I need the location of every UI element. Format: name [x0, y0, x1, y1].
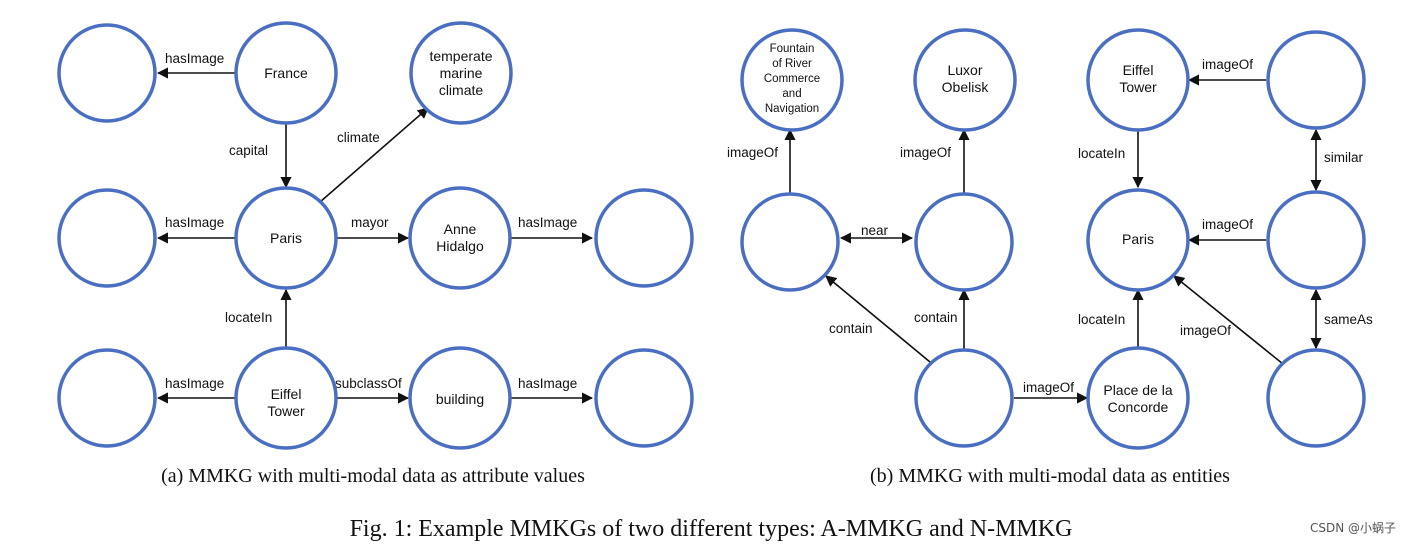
edge-label: hasImage	[518, 376, 577, 391]
edge-label: locateIn	[1078, 312, 1125, 327]
edge-label: subclassOf	[335, 376, 402, 391]
edge-label: contain	[829, 321, 873, 336]
node-label: Commerce	[764, 73, 820, 85]
edge-label: contain	[914, 310, 958, 325]
edge-label: locateIn	[1078, 146, 1125, 161]
arc-de-triomphe-icon	[57, 188, 157, 288]
edge-label: imageOf	[1023, 380, 1074, 395]
node-label: Anne	[444, 221, 477, 237]
edge-label: hasImage	[165, 376, 224, 391]
portrait-photo-icon	[594, 188, 694, 288]
node-label: Tower	[1119, 79, 1157, 95]
edge-label: hasImage	[165, 51, 224, 66]
edge-label: imageOf	[1180, 323, 1231, 338]
node-paris-b: Paris	[1086, 188, 1190, 292]
node-label: Fountain	[770, 43, 815, 55]
edge-label: climate	[337, 130, 380, 145]
edge-label: imageOf	[1202, 57, 1253, 72]
edge-label: imageOf	[900, 145, 951, 160]
node-label: Navigation	[765, 103, 819, 115]
france-flag-icon	[57, 23, 157, 123]
edge-label: imageOf	[1202, 217, 1253, 232]
edge-label: locateIn	[225, 310, 272, 325]
node-label: Obelisk	[942, 79, 990, 95]
eiffel-day-photo-icon	[1266, 30, 1366, 130]
panel-a: hasImage capital climate hasImage mayor …	[57, 21, 694, 487]
edge-label: mayor	[351, 215, 389, 230]
edge-contain-fountain	[825, 275, 931, 363]
node-label: Place de la	[1103, 382, 1172, 398]
concorde-photo-icon	[914, 348, 1014, 448]
node-label: Paris	[1122, 231, 1154, 247]
edge-label: similar	[1324, 150, 1364, 165]
node-label: Concorde	[1108, 399, 1169, 415]
node-label: Eiffel	[271, 386, 302, 402]
edge-arc-imageof	[1173, 275, 1284, 365]
obelisk-photo-icon	[914, 192, 1014, 292]
arc-photo-icon	[1266, 348, 1366, 448]
panel-b: imageOf imageOf near contain contain ima…	[727, 28, 1373, 487]
edge-label: hasImage	[165, 215, 224, 230]
watermark: CSDN @小蜗子	[1310, 520, 1396, 535]
node-label: Paris	[270, 230, 302, 246]
node-eiffel-tower: Eiffel Tower	[234, 346, 338, 450]
node-label: and	[782, 88, 801, 100]
node-france: France	[234, 21, 338, 125]
building-collage-icon	[594, 348, 694, 448]
node-label: Eiffel	[1123, 62, 1154, 78]
node-temperate-marine-climate: temperate marine climate	[409, 21, 513, 125]
node-label: of River	[772, 58, 812, 70]
edge-label: near	[861, 223, 889, 238]
edge-climate	[319, 107, 429, 203]
node-fountain-of-river-commerce: Fountain of River Commerce and Navigatio…	[740, 28, 844, 132]
node-luxor-obelisk: Luxor Obelisk	[913, 28, 1017, 132]
panel-a-caption: (a) MMKG with multi-modal data as attrib…	[161, 465, 585, 487]
edge-label: hasImage	[518, 215, 577, 230]
node-eiffel-tower-b: Eiffel Tower	[1086, 28, 1190, 132]
panel-b-caption: (b) MMKG with multi-modal data as entiti…	[870, 465, 1230, 487]
node-label: France	[264, 65, 308, 81]
edge-label: sameAs	[1324, 312, 1373, 327]
edge-label: imageOf	[727, 145, 778, 160]
edge-label: capital	[229, 143, 268, 158]
node-anne-hidalgo: Anne Hidalgo	[408, 186, 512, 290]
node-place-de-la-concorde: Place de la Concorde	[1086, 346, 1190, 450]
node-label: temperate	[429, 48, 492, 64]
node-label: building	[436, 391, 484, 407]
node-label: Luxor	[947, 62, 982, 78]
node-label: Tower	[267, 403, 305, 419]
node-paris: Paris	[234, 186, 338, 290]
eiffel-sunset-photo-icon	[1266, 190, 1366, 290]
node-label: climate	[439, 82, 484, 98]
figure-caption: Fig. 1: Example MMKGs of two different t…	[350, 516, 1073, 542]
node-building: building	[408, 346, 512, 450]
fountain-photo-icon	[740, 192, 840, 292]
eiffel-tower-photo-icon	[57, 348, 157, 448]
node-label: Hidalgo	[436, 238, 484, 254]
node-label: marine	[440, 65, 483, 81]
